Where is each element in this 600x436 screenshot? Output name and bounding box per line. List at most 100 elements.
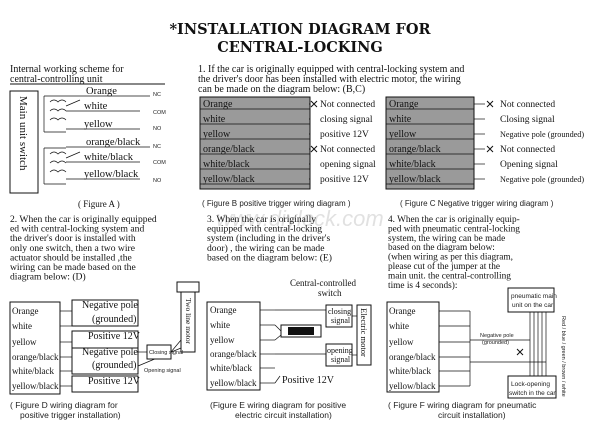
section-1-line-2: the driver's door has been installed wit…	[198, 74, 461, 85]
section-1-text: 1. If the car is originally equipped wit…	[198, 64, 464, 95]
figB-wire-label: orange/black	[203, 144, 255, 155]
sec4-line: please cut of the jumper at the	[388, 261, 500, 272]
figC-signal-label: Negative pole (grounded)	[500, 175, 584, 184]
figure-f-wire-label: Orange	[389, 306, 416, 316]
figure-f-unit	[386, 301, 440, 393]
figure-f-caption-1: ( Figure F wiring diagram for pneumatic	[388, 400, 537, 410]
figure-d-signal-label: (grounded)	[92, 314, 136, 325]
section-1-line-3: can be made on the diagram below: (B,C)	[198, 84, 365, 95]
figure-a-wire-label: yellow	[84, 119, 113, 130]
main-unit-switch-box	[9, 90, 39, 194]
figure-d-motor-label: Two line motor	[184, 298, 193, 345]
sec3-line: equipped with central-locking	[207, 224, 322, 235]
figure-f-negative-2: (grounded)	[482, 340, 509, 346]
figure-d-signal-box	[71, 375, 139, 393]
figure-e-switch-label-1: Central-controlled	[290, 278, 356, 288]
figure-d-wire-label: orange/black	[12, 352, 59, 362]
section-1-line-1: 1. If the car is originally equipped wit…	[198, 64, 464, 75]
section-2-text: 2. When the car is originally equippeded…	[10, 214, 157, 283]
figC-wire-label: yellow	[389, 129, 417, 140]
figure-d-closing-label: Closing signal	[149, 350, 183, 356]
figC-wire-label: Orange	[389, 99, 419, 110]
figure-f-lock-switch	[507, 375, 557, 399]
figure-e-closing-2: signal	[331, 316, 351, 325]
figure-a-relay-switch	[65, 151, 81, 159]
figC-not-connected-mark	[486, 145, 494, 153]
figB-wire-label: yellow/black	[203, 174, 255, 185]
figure-a-wire-label: Orange	[86, 86, 117, 97]
figure-e-motor	[356, 304, 372, 366]
figure-a-heading-1: Internal working scheme for	[10, 64, 124, 75]
figure-d-signal-label: Positive 12V	[88, 376, 141, 387]
figure-d-caption-2: positive trigger installation)	[20, 410, 121, 420]
figure-e: Central-controlled switch Orangewhiteyel…	[206, 278, 372, 420]
figure-a-contact-label: NC	[153, 144, 161, 150]
figB-wire-label: yellow	[203, 129, 231, 140]
figB-signal-label: opening signal	[320, 160, 376, 170]
figC-wire-label: yellow/black	[389, 174, 441, 185]
figure-d-signal-label: Negative pole	[82, 347, 138, 358]
figB-signal-label: Not connected	[320, 145, 375, 155]
sec2-line: actuator should be installed ,the	[10, 252, 132, 263]
figure-d-caption-1: ( Figure D wiring diagram for	[10, 400, 118, 410]
figure-c-unit	[385, 96, 475, 190]
figure-a-contact-label: NO	[153, 178, 162, 184]
figure-f-side-labels: Red / blue / green / brown / white	[560, 316, 566, 397]
sec4-line: 4. When the car is originally equip-	[388, 215, 520, 225]
sec3-line: system (including in the driver's	[207, 233, 330, 244]
figure-d-closing-box	[146, 344, 172, 360]
figure-e-positive-label: Positive 12V	[282, 375, 335, 386]
figure-d-wire-label: white/black	[12, 366, 54, 376]
figure-a-wire-label: white	[84, 101, 108, 112]
figure-d-wire-label: yellow/black	[12, 381, 59, 391]
figure-e-wire-label: white/black	[210, 363, 252, 373]
title-line-2: CENTRAL-LOCKING	[217, 39, 383, 56]
sec4-line: time is 4 seconds):	[388, 280, 457, 291]
figB-not-connected-mark	[310, 145, 318, 153]
figure-e-wire-label: Orange	[210, 305, 237, 315]
sec3-line: door) , the wiring can be made	[207, 243, 324, 254]
figB-signal-label: positive 12V	[320, 130, 369, 140]
figure-f-wire-label: yellow/black	[389, 381, 436, 391]
figure-e-opening-2: signal	[331, 355, 351, 364]
figB-signal-label: Not connected	[320, 100, 375, 110]
figC-signal-label: Not connected	[500, 100, 555, 110]
figure-a-contact-label: NO	[153, 126, 162, 132]
figC-wire-label: white	[389, 114, 412, 125]
sec2-line: ed with central-locking system and	[10, 224, 144, 235]
figure-e-caption-2: electric circuit installation)	[235, 410, 332, 420]
figure-d-wire-label: white	[12, 321, 32, 331]
sec2-line: diagram below: (D)	[10, 272, 86, 283]
title-line-1: *INSTALLATION DIAGRAM FOR	[169, 21, 431, 38]
figure-d-signal-box	[71, 347, 139, 375]
sec4-line: based on the diagram below:	[388, 243, 495, 253]
figure-a-relays	[43, 95, 81, 185]
figure-f-lock-1: Lock-opening	[511, 381, 550, 388]
figure-b-unit	[199, 96, 311, 190]
figC-signal-label: Negative pole (grounded)	[500, 130, 584, 139]
figure-a-wire-label: yellow/black	[84, 169, 139, 180]
figure-f-rows: Orangewhiteyelloworange/blackwhite/black…	[389, 306, 524, 391]
figure-a-relay-switch	[65, 99, 81, 107]
figure-a-relay-coil	[49, 108, 67, 112]
sec2-line: wiring can be made based on the	[10, 262, 136, 273]
figure-f-pneumatic-2: unit on the car	[512, 302, 554, 309]
figure-e-unit	[206, 301, 261, 391]
figure-f-lock-2: switch in the car	[509, 390, 556, 397]
figure-d-wire-label: Orange	[12, 306, 39, 316]
figure-e-wire-label: orange/black	[210, 349, 257, 359]
figure-d-signal-label: Positive 12V	[88, 331, 141, 342]
figure-e-motor-label: Electric motor	[359, 308, 369, 357]
figure-c-caption: ( Figure C Negative trigger wiring diagr…	[400, 199, 554, 208]
figure-a-relay-coil	[49, 99, 67, 103]
figure-f-cables	[470, 312, 547, 376]
figure-a: Internal working scheme for central-cont…	[9, 64, 166, 209]
main-unit-switch-label: Main unit switch	[17, 96, 29, 171]
figB-wire-label: Orange	[203, 99, 233, 110]
